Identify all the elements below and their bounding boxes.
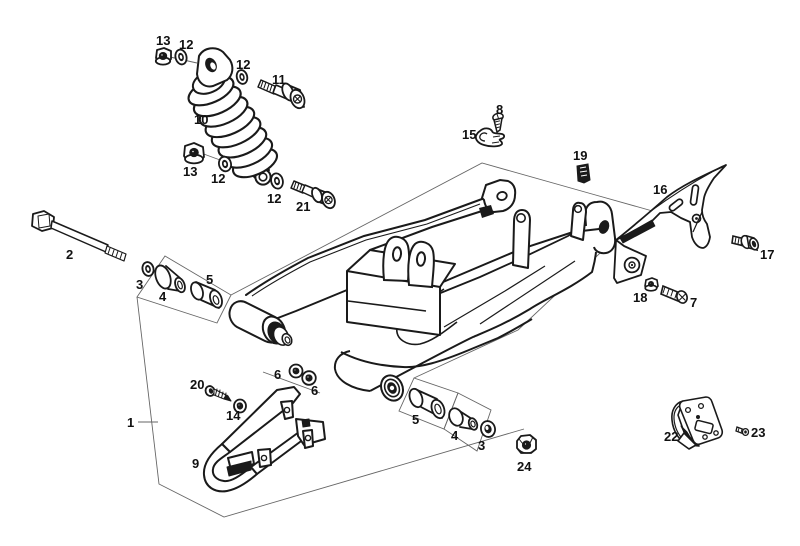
svg-text:4: 4: [159, 289, 167, 304]
svg-text:3: 3: [136, 277, 143, 292]
svg-text:12: 12: [179, 37, 193, 52]
svg-text:1: 1: [127, 415, 134, 430]
svg-text:17: 17: [760, 247, 774, 262]
svg-text:12: 12: [236, 57, 250, 72]
svg-text:12: 12: [267, 191, 281, 206]
svg-text:11: 11: [272, 72, 286, 87]
svg-text:24: 24: [517, 459, 532, 474]
svg-text:8: 8: [496, 102, 503, 117]
svg-text:19: 19: [573, 148, 587, 163]
svg-text:13: 13: [183, 164, 197, 179]
svg-text:4: 4: [451, 428, 459, 443]
svg-text:5: 5: [206, 272, 213, 287]
svg-text:16: 16: [653, 182, 667, 197]
svg-text:10: 10: [194, 112, 208, 127]
svg-text:6: 6: [311, 383, 318, 398]
svg-text:18: 18: [633, 290, 647, 305]
svg-text:6: 6: [274, 367, 281, 382]
svg-text:3: 3: [478, 438, 485, 453]
svg-text:2: 2: [66, 247, 73, 262]
svg-text:15: 15: [462, 127, 476, 142]
svg-text:13: 13: [156, 33, 170, 48]
svg-text:21: 21: [296, 199, 310, 214]
svg-text:20: 20: [190, 377, 204, 392]
svg-text:14: 14: [226, 408, 241, 423]
svg-text:7: 7: [690, 295, 697, 310]
svg-text:12: 12: [211, 171, 225, 186]
svg-text:22: 22: [664, 429, 678, 444]
svg-text:5: 5: [412, 412, 419, 427]
svg-text:9: 9: [192, 456, 199, 471]
svg-text:23: 23: [751, 425, 765, 440]
